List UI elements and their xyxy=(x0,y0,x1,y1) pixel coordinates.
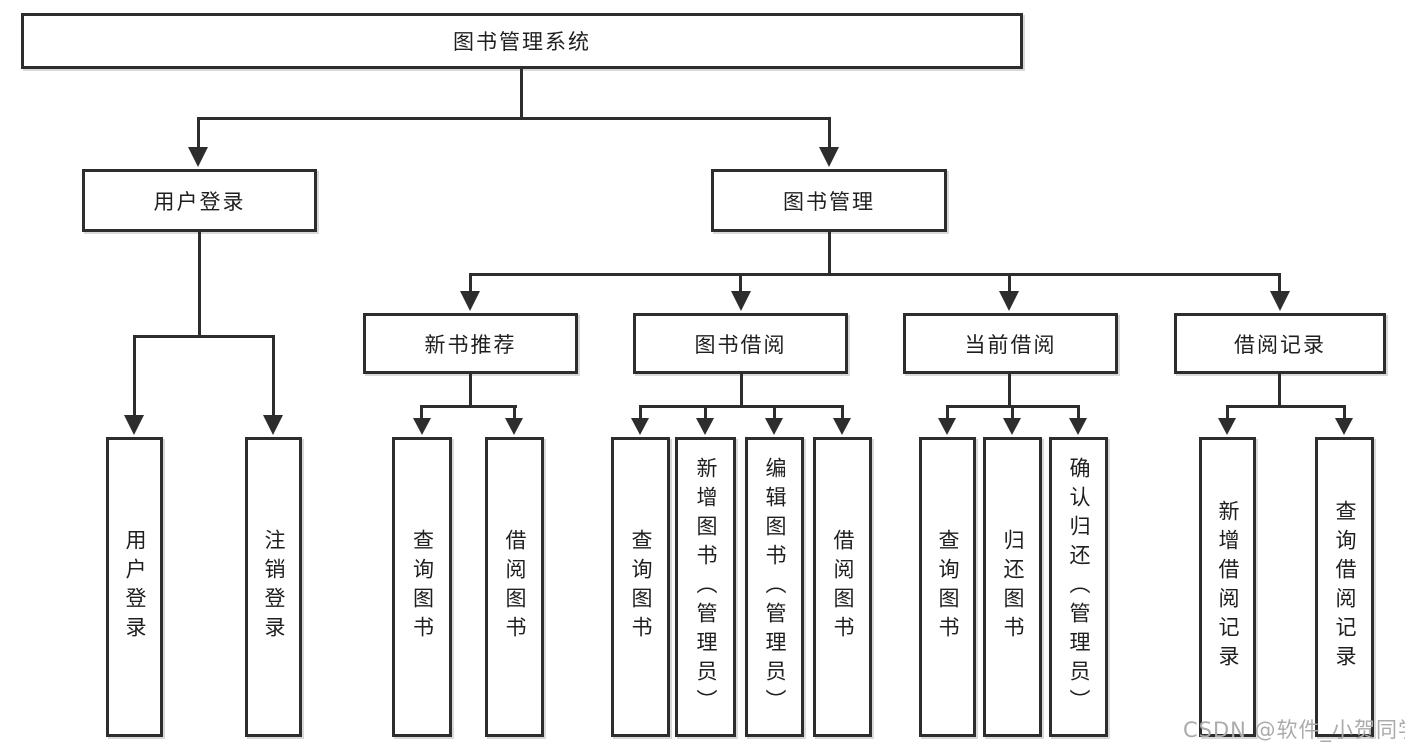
leaf-edit-books-admin-label: 编辑图书（管理员） xyxy=(763,456,787,718)
connector-user-login-rail xyxy=(133,335,275,338)
arrowhead-leaf6 xyxy=(696,418,714,435)
node-book-management-label: 图书管理 xyxy=(783,189,875,214)
connector-leaf4-drop xyxy=(513,405,516,420)
node-new-book-recommend: 新书推荐 xyxy=(363,313,578,374)
node-book-management: 图书管理 xyxy=(711,169,947,232)
leaf-logout-label: 注销登录 xyxy=(262,529,286,645)
connector-user-login-drop xyxy=(197,117,200,149)
leaf-borrow-books-label: 借阅图书 xyxy=(831,529,855,645)
connector-borrow-records-stem xyxy=(1278,374,1281,405)
connector-book-borrow-stem xyxy=(740,374,743,405)
arrowhead-leaf3 xyxy=(413,418,431,435)
leaf-query-books-recommend-label: 查询图书 xyxy=(410,529,435,645)
leaf-confirm-return-admin-label: 确认归还（管理员） xyxy=(1067,456,1091,718)
connector-leaf10-drop xyxy=(1011,405,1014,420)
connector-leaf11-drop xyxy=(1077,405,1080,420)
arrowhead-user-login xyxy=(188,147,208,167)
connector-leaf12-drop xyxy=(1226,405,1229,420)
node-current-borrow-label: 当前借阅 xyxy=(964,332,1057,357)
connector-book-borrow-rail xyxy=(639,405,844,408)
arrowhead-leaf-logout xyxy=(263,415,283,435)
connector-current-borrow-drop xyxy=(1008,273,1011,293)
node-root: 图书管理系统 xyxy=(21,13,1023,69)
leaf-query-borrow-record: 查询借阅记录 xyxy=(1315,437,1374,737)
leaf-logout: 注销登录 xyxy=(245,437,302,737)
connector-current-borrow-stem xyxy=(1008,374,1011,405)
arrowhead-leaf13 xyxy=(1335,418,1353,435)
leaf-add-borrow-record: 新增借阅记录 xyxy=(1199,437,1256,737)
connector-leaf-user-login-drop xyxy=(133,335,136,417)
leaf-confirm-return-admin: 确认归还（管理员） xyxy=(1049,437,1108,737)
connector-new-book-recommend-stem xyxy=(469,374,472,405)
node-borrow-records: 借阅记录 xyxy=(1174,313,1386,374)
connector-borrow-records-rail xyxy=(1226,405,1346,408)
leaf-query-books-borrow-label: 查询图书 xyxy=(629,529,653,645)
arrowhead-leaf12 xyxy=(1218,418,1236,435)
leaf-return-books-label: 归还图书 xyxy=(1001,529,1025,645)
leaf-query-books-recommend: 查询图书 xyxy=(392,437,452,737)
leaf-user-login: 用户登录 xyxy=(106,437,163,737)
connector-root-stem xyxy=(520,69,523,117)
connector-level3-rail xyxy=(469,273,1281,276)
connector-leaf13-drop xyxy=(1343,405,1346,420)
connector-leaf9-drop xyxy=(946,405,949,420)
node-current-borrow: 当前借阅 xyxy=(903,313,1118,374)
leaf-edit-books-admin: 编辑图书（管理员） xyxy=(745,437,804,737)
arrowhead-leaf9 xyxy=(938,418,956,435)
arrowhead-book-management xyxy=(819,147,839,167)
node-new-book-recommend-label: 新书推荐 xyxy=(424,332,517,357)
leaf-add-borrow-record-label: 新增借阅记录 xyxy=(1216,500,1240,674)
connector-user-login-stem xyxy=(198,232,201,335)
connector-leaf5-drop xyxy=(639,405,642,420)
leaf-add-books-admin: 新增图书（管理员） xyxy=(675,437,736,737)
leaf-query-books-current: 查询图书 xyxy=(919,437,976,737)
connector-leaf3-drop xyxy=(420,405,423,420)
connector-new-book-recommend-drop xyxy=(469,273,472,293)
node-borrow-records-label: 借阅记录 xyxy=(1234,332,1326,357)
arrowhead-leaf11 xyxy=(1069,418,1087,435)
connector-leaf-logout-drop xyxy=(272,335,275,417)
arrowhead-leaf-user-login xyxy=(124,415,144,435)
node-book-borrow: 图书借阅 xyxy=(633,313,848,374)
connector-new-book-recommend-rail xyxy=(420,405,517,408)
connector-leaf6-drop xyxy=(704,405,707,420)
node-root-label: 图书管理系统 xyxy=(453,30,591,54)
connector-book-management-stem xyxy=(828,232,831,273)
node-book-borrow-label: 图书借阅 xyxy=(694,332,787,357)
arrowhead-borrow-records xyxy=(1270,291,1290,311)
node-user-login: 用户登录 xyxy=(82,169,317,232)
arrowhead-leaf8 xyxy=(833,418,851,435)
arrowhead-leaf7 xyxy=(765,418,783,435)
leaf-user-login-label: 用户登录 xyxy=(123,529,147,645)
connector-level2-rail xyxy=(197,117,831,120)
leaf-query-books-current-label: 查询图书 xyxy=(936,529,960,645)
arrowhead-leaf4 xyxy=(505,418,523,435)
leaf-borrow-books-recommend-label: 借阅图书 xyxy=(503,529,527,645)
arrowhead-leaf5 xyxy=(631,418,649,435)
connector-leaf7-drop xyxy=(773,405,776,420)
csdn-watermark: CSDN @软件_小贺同学 xyxy=(1183,718,1405,742)
connector-borrow-records-drop xyxy=(1278,273,1281,293)
leaf-borrow-books: 借阅图书 xyxy=(813,437,872,737)
node-user-login-label: 用户登录 xyxy=(153,189,246,214)
leaf-query-borrow-record-label: 查询借阅记录 xyxy=(1333,500,1357,674)
leaf-return-books: 归还图书 xyxy=(983,437,1042,737)
leaf-query-books-borrow: 查询图书 xyxy=(611,437,670,737)
connector-leaf8-drop xyxy=(841,405,844,420)
arrowhead-book-borrow xyxy=(731,291,751,311)
arrowhead-leaf10 xyxy=(1003,418,1021,435)
arrowhead-current-borrow xyxy=(999,291,1019,311)
arrowhead-new-book-recommend xyxy=(460,291,480,311)
connector-book-management-drop xyxy=(828,117,831,149)
leaf-borrow-books-recommend: 借阅图书 xyxy=(485,437,544,737)
leaf-add-books-admin-label: 新增图书（管理员） xyxy=(694,456,718,718)
connector-book-borrow-drop xyxy=(739,273,742,293)
